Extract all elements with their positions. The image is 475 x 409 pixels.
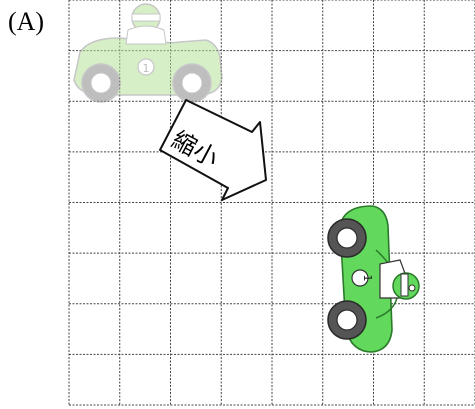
race-car-rotated-icon: 1 xyxy=(328,206,419,352)
car-number: 1 xyxy=(361,275,374,282)
shrink-arrow: 縮小 xyxy=(160,100,266,200)
faded-car-number: 1 xyxy=(143,62,150,75)
option-label: (A) xyxy=(8,7,44,36)
race-car-faded-icon: 1 xyxy=(74,4,222,102)
